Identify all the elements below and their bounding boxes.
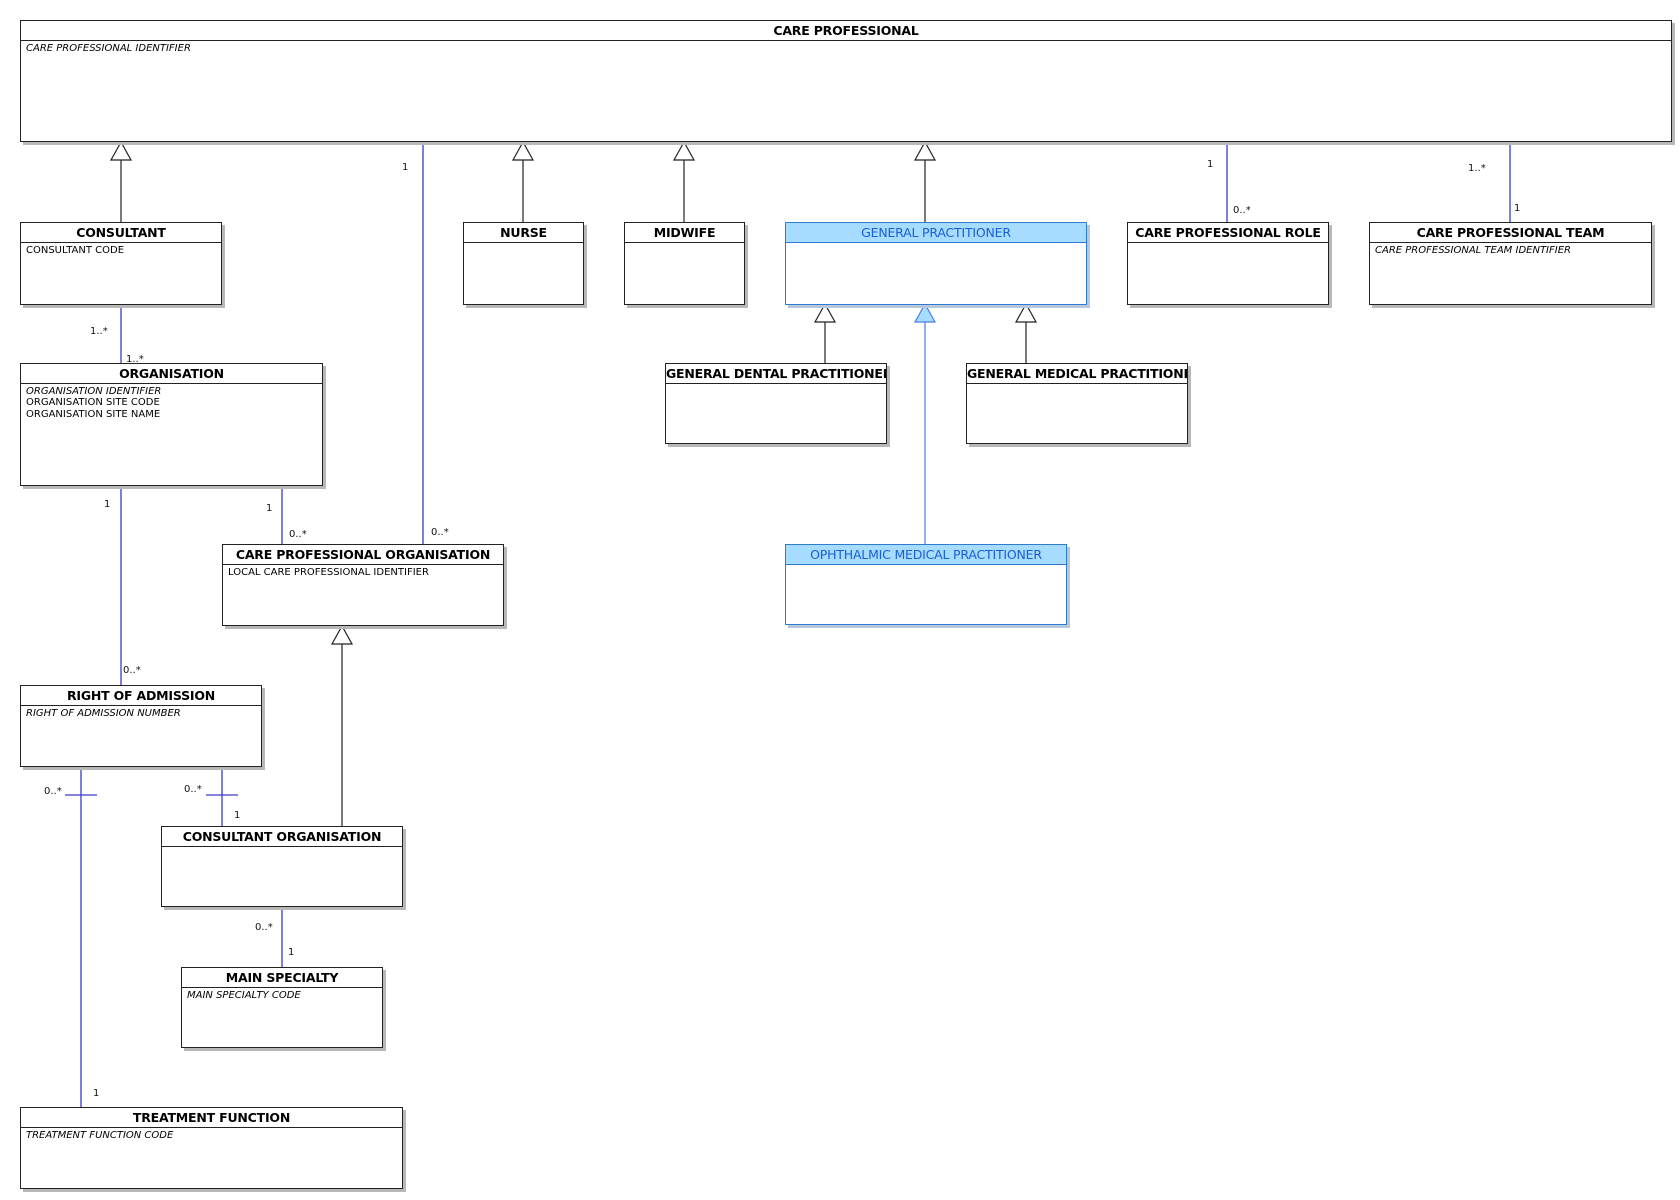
- class-ophthalmic-medical-practitioner[interactable]: OPHTHALMIC MEDICAL PRACTITIONER: [785, 544, 1067, 625]
- class-general-medical-practitioner[interactable]: GENERAL MEDICAL PRACTITIONER: [966, 363, 1188, 444]
- multiplicity-label: 0..*: [123, 665, 141, 676]
- class-title: TREATMENT FUNCTION: [21, 1108, 402, 1128]
- gen-consultant-arrow: [109, 140, 133, 161]
- class-attributes: CONSULTANT CODE: [21, 243, 221, 258]
- attribute: LOCAL CARE PROFESSIONAL IDENTIFIER: [228, 567, 429, 578]
- multiplicity-label: 0..*: [184, 784, 202, 795]
- class-general-dental-practitioner[interactable]: GENERAL DENTAL PRACTITIONER: [665, 363, 887, 444]
- multiplicity-label: 1: [288, 947, 295, 958]
- class-care-professional-organisation[interactable]: CARE PROFESSIONAL ORGANISATION LOCAL CAR…: [222, 544, 504, 626]
- class-attributes: RIGHT OF ADMISSION NUMBER: [21, 706, 261, 721]
- class-care-professional[interactable]: CARE PROFESSIONAL CARE PROFESSIONAL IDEN…: [20, 20, 1672, 142]
- multiplicity-label: 0..*: [431, 527, 449, 538]
- attribute: RIGHT OF ADMISSION NUMBER: [26, 708, 181, 719]
- multiplicity-label: 1: [402, 162, 409, 173]
- gen-gp-arrow: [913, 140, 937, 161]
- class-general-practitioner[interactable]: GENERAL PRACTITIONER: [785, 222, 1087, 305]
- attribute: ORGANISATION SITE CODE: [26, 397, 160, 409]
- class-midwife[interactable]: MIDWIFE: [624, 222, 745, 305]
- attribute: TREATMENT FUNCTION CODE: [26, 1130, 174, 1141]
- class-care-professional-role[interactable]: CARE PROFESSIONAL ROLE: [1127, 222, 1329, 305]
- multiplicity-label: 1..*: [90, 326, 108, 337]
- multiplicity-label: 1..*: [1468, 163, 1486, 174]
- gen-gmp-arrow: [1014, 302, 1038, 323]
- multiplicity-label: 1..*: [126, 354, 144, 365]
- gen-midwife-arrow: [672, 140, 696, 161]
- multiplicity-label: 1: [1514, 203, 1521, 214]
- class-title: ORGANISATION: [21, 364, 322, 384]
- class-attributes: MAIN SPECIALTY CODE: [182, 988, 382, 1003]
- gen-gdp-arrow: [813, 302, 837, 323]
- class-attributes: TREATMENT FUNCTION CODE: [21, 1128, 402, 1143]
- multiplicity-label: 0..*: [255, 922, 273, 933]
- attribute: ORGANISATION IDENTIFIER: [26, 386, 162, 397]
- multiplicity-label: 1: [93, 1088, 100, 1099]
- class-consultant-organisation[interactable]: CONSULTANT ORGANISATION: [161, 826, 403, 907]
- gen-omp-arrow: [913, 302, 937, 323]
- attribute: CONSULTANT CODE: [26, 245, 125, 256]
- attribute: CARE PROFESSIONAL TEAM IDENTIFIER: [1375, 245, 1571, 256]
- class-treatment-function[interactable]: TREATMENT FUNCTION TREATMENT FUNCTION CO…: [20, 1107, 403, 1189]
- class-attributes: ORGANISATION IDENTIFIER ORGANISATION SIT…: [21, 384, 322, 422]
- class-title: CARE PROFESSIONAL TEAM: [1370, 223, 1651, 243]
- class-title: GENERAL PRACTITIONER: [786, 223, 1086, 243]
- gen-nurse-arrow: [511, 140, 535, 161]
- class-title: CARE PROFESSIONAL ORGANISATION: [223, 545, 503, 565]
- class-care-professional-team[interactable]: CARE PROFESSIONAL TEAM CARE PROFESSIONAL…: [1369, 222, 1652, 305]
- class-attributes: CARE PROFESSIONAL IDENTIFIER: [21, 41, 1671, 56]
- multiplicity-label: 1: [104, 499, 111, 510]
- attribute: MAIN SPECIALTY CODE: [187, 990, 301, 1001]
- class-title: RIGHT OF ADMISSION: [21, 686, 261, 706]
- multiplicity-label: 0..*: [44, 786, 62, 797]
- class-title: OPHTHALMIC MEDICAL PRACTITIONER: [786, 545, 1066, 565]
- class-attributes: CARE PROFESSIONAL TEAM IDENTIFIER: [1370, 243, 1651, 258]
- class-title: CONSULTANT ORGANISATION: [162, 827, 402, 847]
- multiplicity-label: 0..*: [1233, 205, 1251, 216]
- multiplicity-label: 0..*: [289, 529, 307, 540]
- attribute: ORGANISATION SITE NAME: [26, 408, 161, 420]
- class-attributes: LOCAL CARE PROFESSIONAL IDENTIFIER: [223, 565, 503, 580]
- class-title: GENERAL MEDICAL PRACTITIONER: [967, 364, 1187, 384]
- multiplicity-label: 1: [266, 503, 273, 514]
- class-title: CONSULTANT: [21, 223, 221, 243]
- class-right-of-admission[interactable]: RIGHT OF ADMISSION RIGHT OF ADMISSION NU…: [20, 685, 262, 767]
- class-organisation[interactable]: ORGANISATION ORGANISATION IDENTIFIER ORG…: [20, 363, 323, 486]
- attribute: CARE PROFESSIONAL IDENTIFIER: [26, 43, 191, 54]
- class-title: CARE PROFESSIONAL ROLE: [1128, 223, 1328, 243]
- class-main-specialty[interactable]: MAIN SPECIALTY MAIN SPECIALTY CODE: [181, 967, 383, 1048]
- gen-co-arrow: [330, 624, 354, 645]
- class-title: MIDWIFE: [625, 223, 744, 243]
- class-nurse[interactable]: NURSE: [463, 222, 584, 305]
- multiplicity-label: 1: [1207, 159, 1214, 170]
- multiplicity-label: 1: [234, 810, 241, 821]
- class-title: GENERAL DENTAL PRACTITIONER: [666, 364, 886, 384]
- class-title: MAIN SPECIALTY: [182, 968, 382, 988]
- class-consultant[interactable]: CONSULTANT CONSULTANT CODE: [20, 222, 222, 305]
- class-title: NURSE: [464, 223, 583, 243]
- class-title: CARE PROFESSIONAL: [21, 21, 1671, 41]
